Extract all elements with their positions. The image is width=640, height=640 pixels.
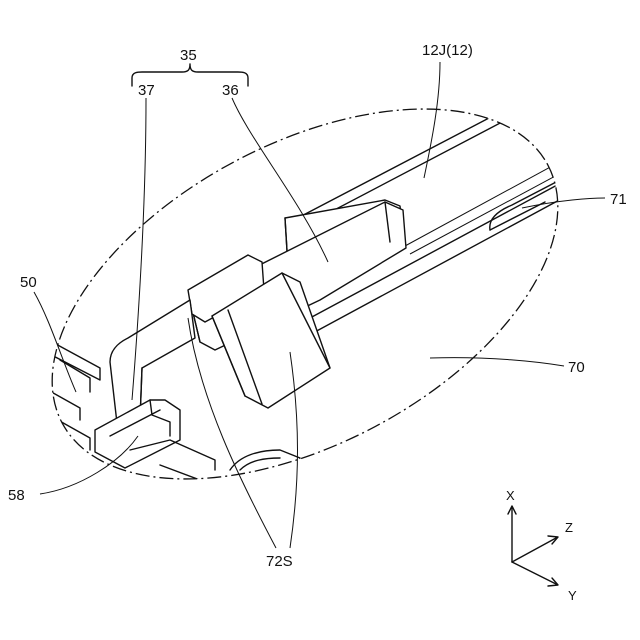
label-37: 37	[138, 82, 155, 99]
label-72s: 72S	[266, 553, 293, 570]
leader-70	[430, 358, 564, 366]
label-71: 71	[610, 191, 627, 208]
label-12j: 12J(12)	[422, 42, 473, 59]
leader-71	[522, 198, 605, 208]
label-50: 50	[20, 274, 37, 291]
detail-contents	[30, 60, 605, 480]
label-58: 58	[8, 487, 25, 504]
leader-12j	[424, 62, 440, 178]
label-35: 35	[180, 47, 197, 64]
leader-50	[34, 292, 76, 392]
label-36: 36	[222, 82, 239, 99]
axis-y-label: Y	[568, 588, 577, 603]
axis-triad: X Z Y	[506, 488, 577, 603]
label-70: 70	[568, 359, 585, 376]
axis-x-label: X	[506, 488, 515, 503]
axis-z-label: Z	[565, 520, 573, 535]
